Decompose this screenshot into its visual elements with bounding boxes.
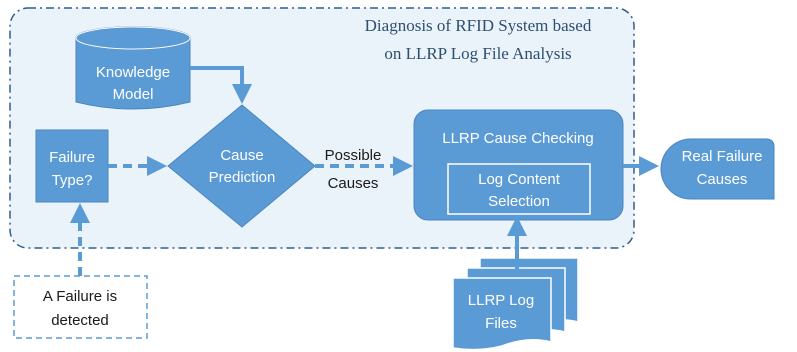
failure-type-node: Failure Type?	[35, 129, 109, 203]
llrp-checking-label: LLRP Cause Checking	[442, 130, 593, 147]
failure-type-label-line2: Type?	[52, 172, 93, 189]
log-files-label-line1: LLRP Log	[468, 292, 534, 309]
log-files-node: LLRP Log Files	[452, 257, 579, 351]
cause-prediction-label-line2: Prediction	[209, 169, 276, 186]
real-failure-label-line1: Real Failure	[682, 148, 763, 165]
region-title-line2: on LLRP Log File Analysis	[384, 44, 571, 63]
failure-type-label-line1: Failure	[49, 149, 95, 166]
knowledge-model-label-line1: Knowledge	[96, 64, 170, 81]
real-failure-label-line2: Causes	[697, 171, 748, 188]
region-title-line1: Diagnosis of RFID System based	[365, 16, 592, 35]
llrp-checking-node: LLRP Cause Checking Log Content Selectio…	[413, 109, 624, 221]
log-files-label-line2: Files	[485, 315, 517, 332]
log-content-selection-box	[447, 163, 591, 215]
log-content-label-line1: Log Content	[478, 171, 561, 188]
failure-detected-label-line1: A Failure is	[43, 288, 117, 305]
knowledge-model-node: Knowledge Model	[75, 26, 191, 110]
cause-prediction-node: Cause Prediction	[167, 104, 316, 228]
real-failure-node: Real Failure Causes	[660, 138, 775, 200]
failure-detected-node: A Failure is detected	[13, 275, 148, 339]
possible-causes-label-line1: Possible	[325, 147, 382, 164]
failure-detected-label-line2: detected	[51, 312, 109, 329]
arrow-knowledge-to-prediction	[190, 66, 252, 104]
possible-causes-label-line2: Causes	[328, 175, 379, 192]
knowledge-model-label-line2: Model	[113, 86, 154, 103]
log-content-label-line2: Selection	[488, 193, 550, 210]
cause-prediction-label-line1: Cause	[220, 147, 263, 164]
